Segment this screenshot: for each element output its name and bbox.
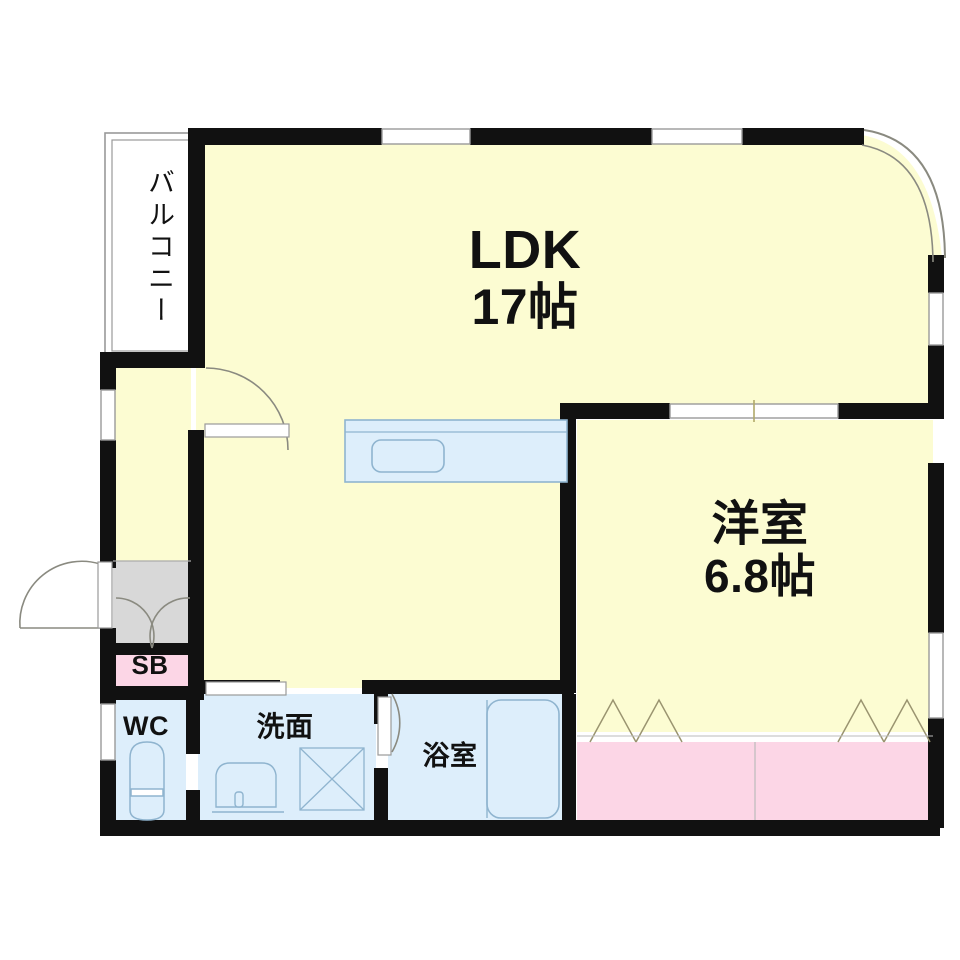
wall-corridor-top [100,352,205,368]
window-left-1 [100,389,116,441]
closet-door-symbols [577,698,933,820]
wall-top-a [188,128,382,145]
wall-right-d [928,718,944,828]
wall-outer-left-d [100,760,116,832]
wall-right-a [928,255,944,293]
bath-door[interactable] [377,693,401,756]
ldk-bedroom-sliding-door[interactable] [669,400,839,422]
wall-right-stub [928,407,944,419]
room-fills [108,135,943,820]
bathtub-fixture [486,699,560,819]
room-fill-shoebox [108,652,192,688]
door-swings [19,367,401,756]
wall-top-b [470,128,652,145]
room-fill-bedroom [577,420,933,732]
wall-sb-top [100,643,204,655]
wall-ldk-bed-a [560,403,670,419]
washer-space-fixture [299,747,365,811]
wall-right-b [928,345,944,407]
washroom-door[interactable] [205,681,287,696]
curved-corner-window [861,129,946,263]
wall-wc-right-a [186,694,200,754]
room-fill-genkan [113,561,191,649]
wall-left-ldk [188,128,205,358]
room-fill-corridor [113,366,191,561]
wall-outer-left-b [100,440,116,568]
balcony-outline [104,132,198,359]
kitchen-counter-fixture [344,419,568,483]
wall-wc-right-b [186,790,200,826]
window-top-1 [381,128,471,145]
wall-corridor-right [188,430,204,688]
window-left-2 [100,703,116,761]
washbasin-fixture [212,762,284,813]
toilet-fixture [129,741,165,821]
window-openings [100,128,944,761]
room-fill-ldk [196,135,943,688]
genkan-double-door[interactable] [115,597,191,649]
wall-wet-top-b [362,680,574,694]
wall-bath-left-b [374,768,388,826]
wall-bath-right [562,694,576,826]
wall-right-c [928,463,944,633]
wall-top-c [742,128,864,145]
window-right-2 [928,632,944,719]
wall-bottom [100,820,940,836]
window-right-1 [928,292,944,346]
fixtures [113,419,933,821]
entry-door[interactable] [19,560,113,629]
window-top-2 [651,128,743,145]
wall-sb-bottom [100,686,204,700]
corridor-door[interactable] [204,367,290,451]
wall-ldk-bed-b [838,403,944,419]
walls [100,128,944,836]
